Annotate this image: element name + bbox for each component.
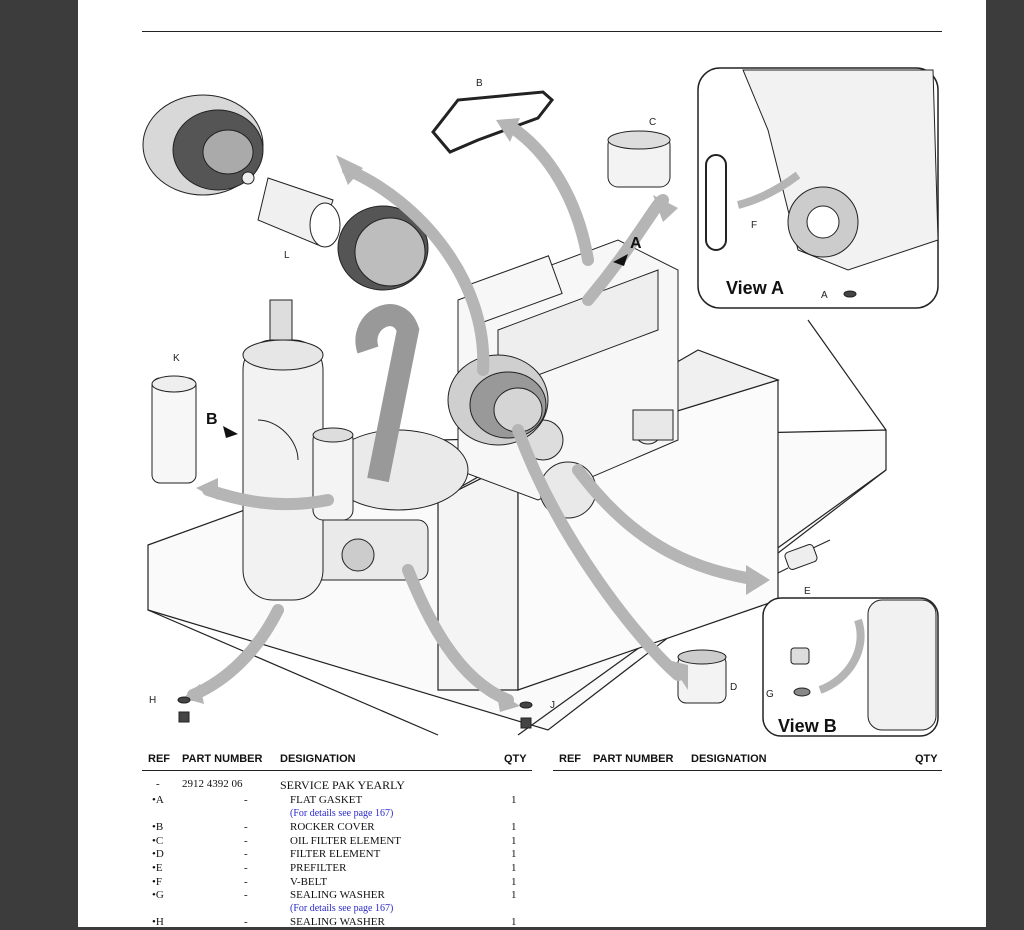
row-designation: V-BELT	[290, 875, 328, 888]
callout-F: F	[751, 220, 757, 231]
separator-tank	[242, 299, 324, 601]
table-row: •G - SEALING WASHER 1	[142, 889, 532, 903]
row-part: -	[244, 889, 248, 902]
callout-L: L	[284, 250, 290, 261]
table-row: •B - ROCKER COVER 1	[142, 821, 532, 835]
oil-filter-C	[607, 130, 671, 188]
air-filter-housing	[447, 354, 549, 446]
view-arrow-A: A	[630, 235, 642, 252]
row-ref: •B	[152, 821, 164, 834]
table-row: •A - FLAT GASKET 1	[142, 794, 532, 808]
view-b-label: View B	[778, 716, 837, 736]
header-part-number: PART NUMBER	[182, 753, 263, 765]
washers	[177, 290, 857, 729]
row-part: -	[244, 821, 248, 834]
row-ref: •G	[152, 889, 164, 902]
view-a-inset: View A A F	[697, 67, 939, 309]
parts-table: - 2912 4392 06 SERVICE PAK YEARLY •A - F…	[142, 778, 532, 930]
row-designation: PREFILTER	[290, 861, 347, 874]
air-filter-cover	[337, 205, 429, 291]
row-part: -	[244, 848, 248, 861]
callout-B: B	[476, 78, 483, 89]
callout-E: E	[804, 586, 811, 597]
header-ref: REF	[559, 753, 581, 765]
row-designation: FLAT GASKET	[290, 794, 363, 806]
document-page: View A A F View B G B C D E H J K L A B	[78, 0, 986, 930]
row-qty: 1	[511, 848, 517, 861]
row-part: -	[244, 875, 248, 888]
table-row: •C - OIL FILTER ELEMENT 1	[142, 835, 532, 849]
table-row: (For details see page 167)	[142, 903, 532, 917]
separator-cartridge	[151, 375, 197, 484]
callout-K: K	[173, 353, 180, 364]
row-qty: 1	[511, 861, 517, 874]
row-qty: 1	[511, 916, 517, 929]
row-qty: 1	[511, 821, 517, 834]
table-row: •E - PREFILTER 1	[142, 862, 532, 876]
row-part: -	[244, 916, 248, 929]
parts-table-header-right: REF PART NUMBER DESIGNATION QTY	[553, 752, 942, 771]
row-designation: ROCKER COVER	[290, 821, 375, 834]
exploded-parts-diagram: View A A F View B G B C D E H J K L A B	[142, 67, 939, 737]
table-row: (For details see page 167)	[142, 808, 532, 822]
row-ref: •F	[152, 875, 162, 888]
table-row: - 2912 4392 06 SERVICE PAK YEARLY	[142, 778, 532, 794]
view-b-inset: View B G	[762, 597, 939, 737]
header-designation: DESIGNATION	[280, 753, 356, 765]
row-note-link[interactable]: (For details see page 167)	[290, 807, 394, 819]
row-designation: SERVICE PAK YEARLY	[280, 778, 405, 792]
header-ref: REF	[148, 753, 170, 765]
row-qty: 1	[511, 875, 517, 888]
header-part-number: PART NUMBER	[593, 753, 674, 765]
callout-C: C	[649, 117, 656, 128]
filter-element-L	[257, 177, 341, 248]
row-designation: SEALING WASHER	[290, 889, 385, 902]
header-qty: QTY	[915, 753, 938, 765]
row-ref: •H	[152, 916, 164, 929]
row-designation: FILTER ELEMENT	[290, 848, 381, 861]
header-qty: QTY	[504, 753, 527, 765]
gasket-B	[431, 90, 555, 154]
callout-A-small: A	[821, 290, 828, 301]
view-arrow-A-icon	[613, 254, 628, 266]
filter-element-D	[677, 649, 727, 704]
table-row: •D - FILTER ELEMENT 1	[142, 848, 532, 862]
service-arrows	[187, 119, 764, 706]
callout-J: J	[550, 700, 555, 711]
row-designation: SEALING WASHER	[290, 916, 385, 929]
row-qty: 1	[511, 834, 517, 847]
callout-G: G	[766, 689, 774, 700]
row-ref: •E	[152, 861, 163, 874]
intake-hose	[355, 304, 420, 483]
header-rule	[142, 31, 942, 32]
row-part: -	[244, 834, 248, 847]
row-ref: •D	[152, 848, 164, 861]
row-qty: 1	[511, 794, 517, 806]
row-part: -	[244, 861, 248, 874]
view-arrow-B-icon	[223, 426, 238, 438]
callout-D: D	[730, 682, 737, 693]
view-a-label: View A	[726, 278, 784, 298]
row-ref: -	[156, 778, 160, 790]
parts-table-header-left: REF PART NUMBER DESIGNATION QTY	[142, 752, 532, 771]
row-note-link[interactable]: (For details see page 167)	[290, 902, 394, 914]
row-designation: OIL FILTER ELEMENT	[290, 834, 402, 847]
table-row: •H - SEALING WASHER 1	[142, 916, 532, 930]
air-filter-assembly	[142, 94, 264, 196]
header-designation: DESIGNATION	[691, 753, 767, 765]
row-part: 2912 4392 06	[182, 778, 243, 790]
row-qty: 1	[511, 889, 517, 902]
callout-H: H	[149, 695, 156, 706]
table-row: •F - V-BELT 1	[142, 876, 532, 890]
row-ref: •C	[152, 834, 164, 847]
row-ref: •A	[152, 794, 164, 806]
view-arrow-B: B	[206, 411, 218, 428]
prefilter-E	[777, 539, 831, 574]
row-part: -	[244, 794, 248, 806]
